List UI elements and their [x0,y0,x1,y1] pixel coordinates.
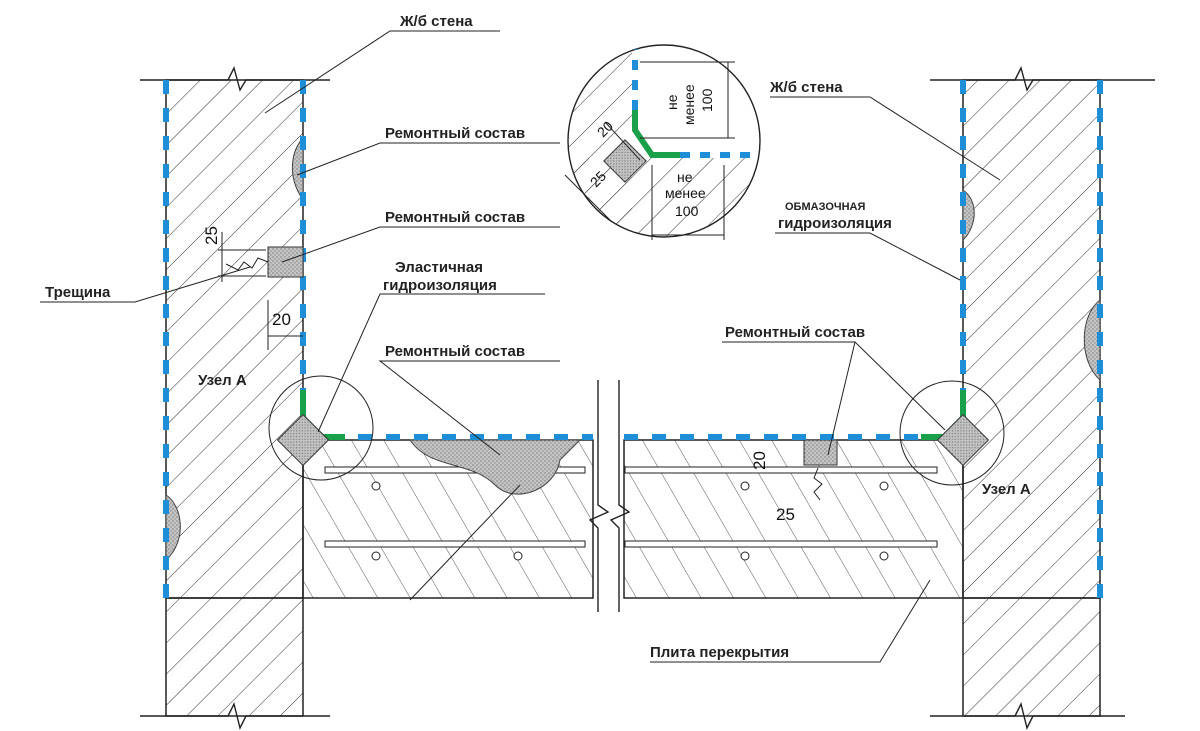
right-wall [930,66,1155,731]
label-repair-3: Ремонтный состав [385,343,525,360]
leader-lines [40,30,1001,663]
dim-floor-h: 20 [750,451,769,470]
label-coating-2: гидроизоляция [778,215,892,232]
dim-detail-h3: 100 [675,203,699,219]
label-elastic-1: Эластичная [395,259,483,276]
dimension-labels: 25 20 20 25 20 25 не менее 100 не менее … [202,84,795,524]
label-repair-2: Ремонтный состав [385,209,525,226]
node-a-circle-left [268,375,374,481]
node-a-circle-right [899,380,1005,486]
dim-detail-v2: менее [681,84,697,125]
detail-view [564,44,761,240]
label-repair-4: Ремонтный состав [725,324,865,341]
floor-slab [302,380,964,612]
dim-crack-h: 25 [202,226,221,245]
dim-detail-h2: менее [665,185,706,201]
label-wall-left: Ж/б стена [399,13,473,30]
dim-detail-h1: не [677,169,693,185]
dim-detail-v1: не [664,94,680,110]
corner-repair [276,413,990,467]
dim-floor-w: 25 [776,505,795,524]
label-repair-1: Ремонтный состав [385,125,525,142]
labels: Ж/б стена Ремонтный состав Ремонтный сос… [45,13,1031,661]
label-wall-right: Ж/б стена [769,79,843,96]
dim-crack-w: 20 [272,310,291,329]
label-coating-1: обмазочная [785,201,865,213]
label-node-left: Узел А [198,372,247,389]
label-crack: Трещина [45,284,111,301]
label-node-right: Узел А [982,481,1031,498]
left-wall [140,66,330,731]
label-elastic-2: гидроизоляция [383,277,497,294]
label-slab: Плита перекрытия [650,644,789,661]
dim-detail-v3: 100 [699,88,715,112]
crack-repair [218,232,304,350]
